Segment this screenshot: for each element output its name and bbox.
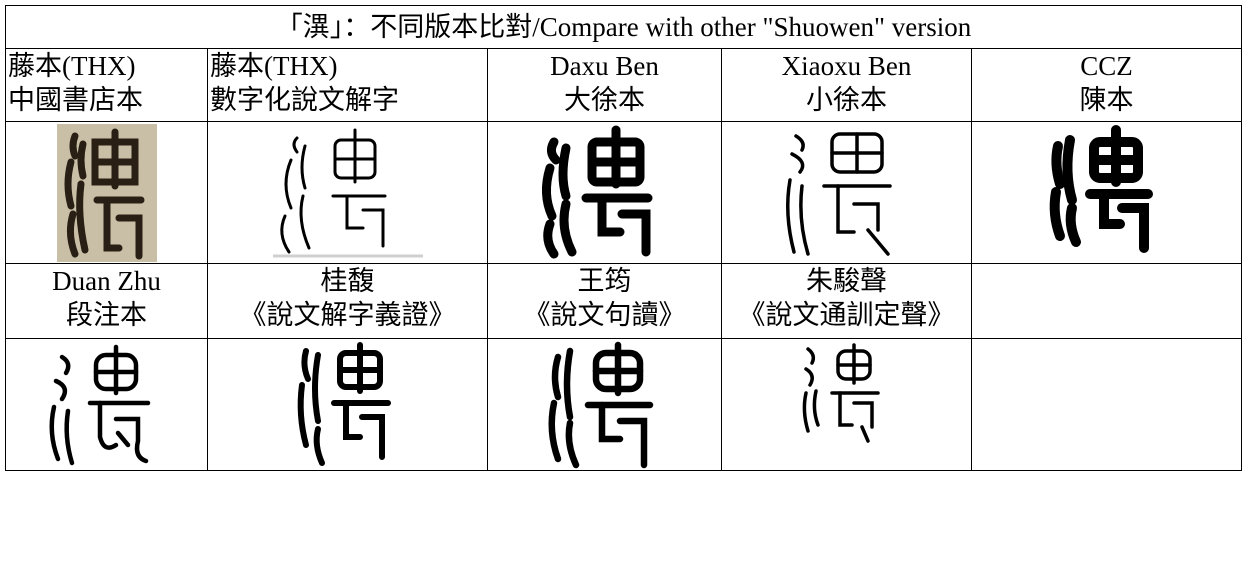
glyph-cell-empty xyxy=(971,338,1242,471)
glyph-cell-zhu-junsheng xyxy=(721,338,972,471)
seal-glyph-gui-icon xyxy=(297,341,391,466)
label-ccz: CCZ 陳本 xyxy=(971,48,1242,122)
version-comparison-table: 「潩」：不同版本比對/Compare with other "Shuowen" … xyxy=(5,5,1242,471)
seal-glyph-digital-icon xyxy=(272,128,423,257)
table-title: 「潩」：不同版本比對/Compare with other "Shuowen" … xyxy=(5,5,1242,49)
label-line1: Xiaoxu Ben xyxy=(781,51,912,81)
label-line2: 大徐本 xyxy=(564,85,645,115)
seal-glyph-scan-icon xyxy=(56,123,157,262)
title-row: 「潩」：不同版本比對/Compare with other "Shuowen" … xyxy=(5,5,1242,49)
seal-glyph-wang-icon xyxy=(548,341,653,468)
label-line1: 藤本(THX) xyxy=(8,51,136,81)
label-line1: 王筠 xyxy=(577,266,632,296)
label-line1: CCZ xyxy=(1080,51,1133,81)
label-line2: 數字化說文解字 xyxy=(210,85,399,115)
label-duanzhu: Duan Zhu 段注本 xyxy=(5,263,208,339)
label-line1: 朱駿聲 xyxy=(806,266,887,296)
label-line2: 小徐本 xyxy=(806,85,887,115)
label-thx-digital: 藤本(THX) 數字化說文解字 xyxy=(207,48,488,122)
label-zhu-junsheng: 朱駿聲 《說文通訓定聲》 xyxy=(721,263,972,339)
label-line1: Duan Zhu xyxy=(52,266,161,296)
version-label-row-2: Duan Zhu 段注本 桂馥 《說文解字義證》 王筠 《說文句讀》 朱駿聲 《… xyxy=(5,263,1242,339)
seal-glyph-zhu-icon xyxy=(802,342,880,443)
label-line1: Daxu Ben xyxy=(550,51,659,81)
label-line2: 中國書店本 xyxy=(8,85,143,115)
label-gui-fu: 桂馥 《說文解字義證》 xyxy=(207,263,488,339)
version-label-row-1: 藤本(THX) 中國書店本 藤本(THX) 數字化說文解字 Daxu Ben 大… xyxy=(5,48,1242,122)
label-empty xyxy=(971,263,1242,339)
label-line2: 段注本 xyxy=(66,300,147,330)
label-line1: 藤本(THX) xyxy=(210,51,338,81)
glyph-cell-duanzhu xyxy=(5,338,208,471)
glyph-image-row-2 xyxy=(5,338,1242,471)
glyph-cell-ccz xyxy=(971,121,1242,264)
label-daxu: Daxu Ben 大徐本 xyxy=(487,48,722,122)
label-line1: 桂馥 xyxy=(320,266,375,296)
seal-glyph-heavy-icon xyxy=(1049,124,1153,253)
label-wang-yun: 王筠 《說文句讀》 xyxy=(487,263,722,339)
glyph-cell-wang-yun xyxy=(487,338,722,471)
seal-glyph-bold-icon xyxy=(541,125,652,258)
glyph-cell-daxu xyxy=(487,121,722,264)
glyph-cell-thx-digital xyxy=(207,121,488,264)
label-xiaoxu: Xiaoxu Ben 小徐本 xyxy=(721,48,972,122)
label-thx-zhongguo: 藤本(THX) 中國書店本 xyxy=(5,48,208,122)
glyph-cell-gui-fu xyxy=(207,338,488,471)
label-line2: 《說文句讀》 xyxy=(523,300,686,330)
glyph-cell-xiaoxu xyxy=(721,121,972,264)
seal-glyph-duan-icon xyxy=(49,344,150,465)
label-line2: 《說文通訓定聲》 xyxy=(738,300,955,330)
seal-glyph-thin-icon xyxy=(785,131,892,256)
glyph-cell-thx-zhongguo xyxy=(5,121,208,264)
glyph-image-row-1 xyxy=(5,121,1242,264)
label-line2: 《說文解字義證》 xyxy=(239,300,456,330)
label-line2: 陳本 xyxy=(1079,85,1134,115)
